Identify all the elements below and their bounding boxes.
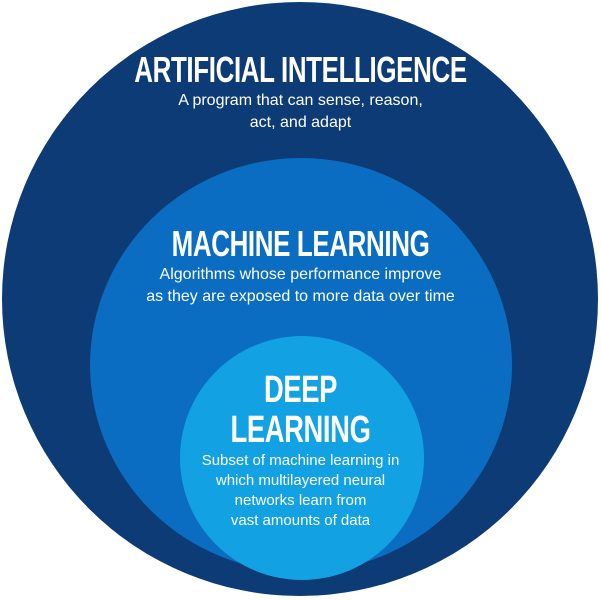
dl-description: Subset of machine learning in which mult… [0, 451, 601, 531]
dl-desc-line: networks learn from [234, 492, 367, 509]
ai-desc-line: A program that can sense, reason, [178, 92, 423, 109]
ml-desc-line: as they are exposed to more data over ti… [146, 288, 455, 305]
ml-desc-line: Algorithms whose performance improve [159, 266, 442, 283]
dl-desc-line: Subset of machine learning in [201, 452, 400, 469]
dl-title: DEEP LEARNING [84, 370, 517, 450]
ml-title: MACHINE LEARNING [171, 223, 430, 264]
dl-desc-line: which multilayered neural [215, 472, 386, 489]
ai-desc-line: act, and adapt [249, 114, 352, 131]
dl-desc-line: vast amounts of data [230, 512, 371, 529]
dl-title-line: LEARNING [230, 409, 371, 451]
dl-title-line: DEEP [263, 369, 338, 411]
ml-description: Algorithms whose performance improve as … [0, 264, 601, 308]
ai-title: ARTIFICIAL INTELLIGENCE [134, 49, 467, 90]
dl-circle [180, 336, 424, 580]
ai-description: A program that can sense, reason, act, a… [0, 90, 601, 134]
